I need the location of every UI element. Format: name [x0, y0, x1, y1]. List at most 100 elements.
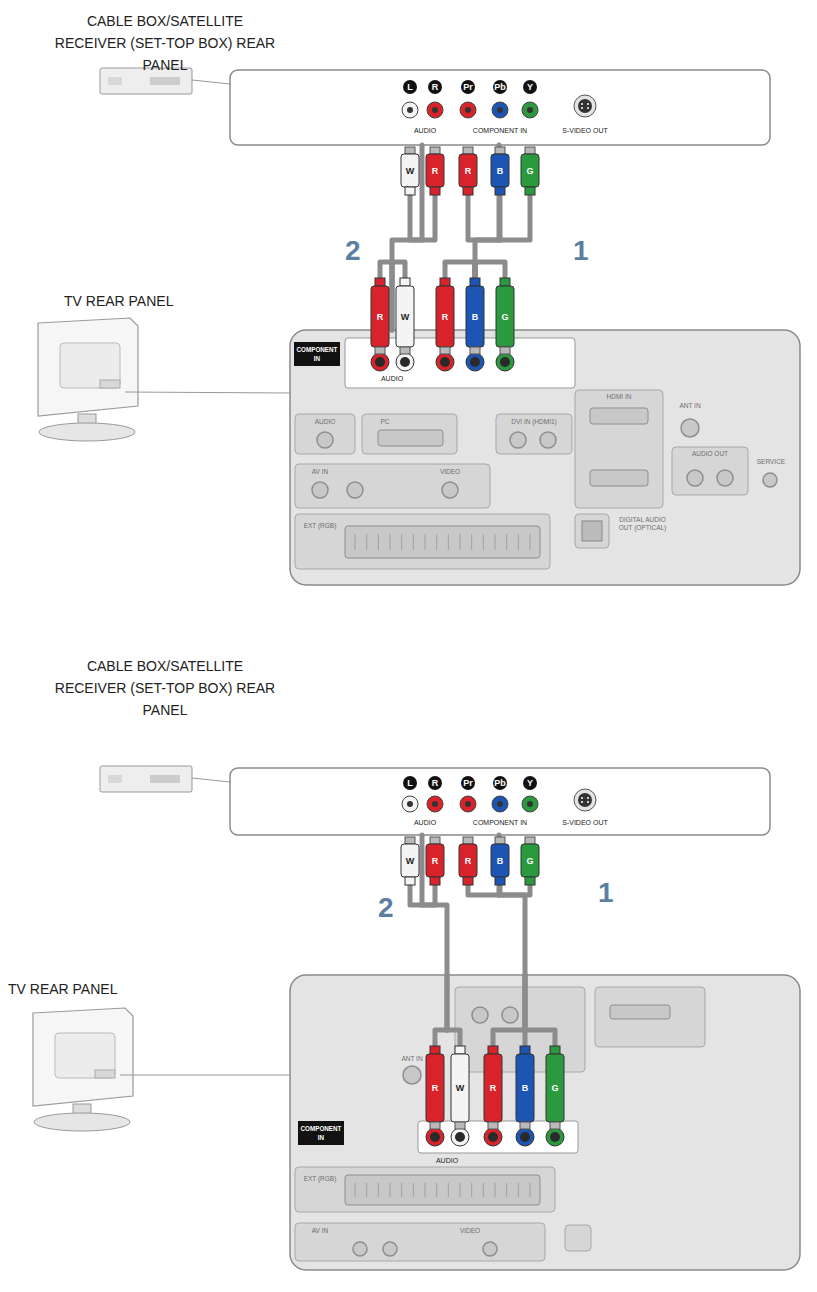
scart-pin — [506, 534, 507, 550]
rca-plug — [491, 844, 509, 877]
port — [483, 1242, 497, 1256]
scart-pin — [518, 1183, 519, 1197]
tv-rear-panel: COMPONENT INAUDIOANT INEXT (RGB)AV INVID… — [290, 975, 800, 1270]
plug-tip — [463, 837, 473, 844]
plug-letter: B — [491, 165, 509, 177]
rca-plug — [484, 1054, 502, 1122]
scart-pin — [460, 534, 461, 550]
set-top-box-detail — [108, 77, 122, 85]
rca-plug — [451, 1054, 469, 1122]
s-video-jack — [574, 95, 596, 117]
port — [763, 473, 777, 487]
plug-letter: W — [401, 165, 419, 177]
port-label: EXT (RGB) — [298, 522, 342, 530]
rca-plug — [546, 1054, 564, 1122]
plug-strain-relief — [470, 278, 480, 286]
plug-tip — [470, 347, 480, 354]
rca-plug — [426, 1054, 444, 1122]
cable-branch — [523, 975, 528, 1030]
plug-strain-relief — [430, 877, 440, 885]
cable-branch — [523, 975, 528, 1030]
hdmi-port — [590, 470, 648, 486]
jack-symbol-label: Pb — [492, 81, 508, 93]
plug-letter: B — [516, 1082, 534, 1094]
tv-panel — [290, 330, 800, 585]
cable-bundle — [422, 835, 447, 975]
port-label: VIDEO — [430, 468, 470, 476]
plug-letter: W — [451, 1082, 469, 1094]
rca-plug — [459, 844, 477, 877]
scart-pin — [436, 534, 437, 550]
plug-strain-relief — [463, 187, 473, 195]
rca-plug — [371, 286, 389, 347]
scart-pin — [401, 534, 402, 550]
plug-letter: G — [521, 165, 539, 177]
cable-branch — [523, 975, 528, 1030]
port — [383, 1242, 397, 1256]
set-top-box-rear-panel: LRPrPbYAUDIOCOMPONENT INS-VIDEO OUT — [230, 70, 770, 145]
jack-symbol — [403, 776, 417, 790]
scart-pin — [530, 534, 531, 550]
scart-port — [345, 526, 540, 558]
s-video-socket — [578, 793, 592, 807]
plug-strain-relief — [375, 278, 385, 286]
plug-tip — [375, 347, 385, 354]
s-video-pin — [587, 801, 589, 803]
cable-branch — [499, 885, 530, 895]
port-group — [496, 414, 572, 454]
rca-plug — [496, 286, 514, 347]
plug-strain-relief — [550, 1046, 560, 1054]
port-label: SERVICE — [750, 458, 792, 466]
rca-plug — [459, 154, 477, 187]
scart-pin — [460, 1183, 461, 1197]
rca-jack — [427, 796, 443, 812]
component-area — [418, 1121, 578, 1153]
rca-plug — [521, 154, 539, 187]
device-heading: TV REAR PANEL — [8, 978, 117, 1000]
rca-plug — [466, 286, 484, 347]
plug-strain-relief — [430, 1046, 440, 1054]
scart-pin — [530, 1183, 531, 1197]
plug-tip — [405, 837, 415, 844]
plug-tip — [525, 837, 535, 844]
rca-jack — [402, 102, 418, 118]
port-group — [295, 464, 490, 508]
jack-symbol — [461, 80, 475, 94]
set-top-box-detail — [150, 77, 180, 85]
plug-tip — [488, 1122, 498, 1129]
jack-symbol-label: R — [427, 777, 443, 789]
rca-plug — [426, 844, 444, 877]
port-label: AV IN — [300, 1227, 340, 1235]
port-label: VIDEO — [450, 1227, 490, 1235]
scart-pin — [495, 1183, 496, 1197]
rca-jack-hole — [430, 1132, 440, 1142]
port — [312, 482, 328, 498]
scart-pin — [448, 534, 449, 550]
rca-jack — [522, 102, 538, 118]
rca-jack — [492, 102, 508, 118]
plug-tip — [430, 147, 440, 154]
cable-branch — [525, 1030, 555, 1046]
scart-pin — [366, 1183, 367, 1197]
jack-symbol — [493, 80, 507, 94]
rca-jack — [492, 796, 508, 812]
tv-back-cover — [55, 1033, 115, 1078]
jack-symbol-label: L — [402, 777, 418, 789]
rca-jack-hole — [465, 801, 471, 807]
jack-symbol-label: Y — [522, 81, 538, 93]
s-video-pin — [581, 801, 583, 803]
plug-letter: R — [426, 165, 444, 177]
rca-jack-hole — [488, 1132, 498, 1142]
scart-pin — [390, 1183, 391, 1197]
port-label: PC — [370, 418, 400, 426]
plug-tip — [495, 837, 505, 844]
plug-strain-relief — [405, 877, 415, 885]
s-video-pin — [581, 797, 583, 799]
callout-number: 1 — [573, 236, 589, 266]
d-sub-port — [378, 430, 443, 446]
scart-pin — [390, 534, 391, 550]
s-video-pin — [581, 107, 583, 109]
rca-jack-hole — [500, 357, 510, 367]
plug-tip — [495, 147, 505, 154]
